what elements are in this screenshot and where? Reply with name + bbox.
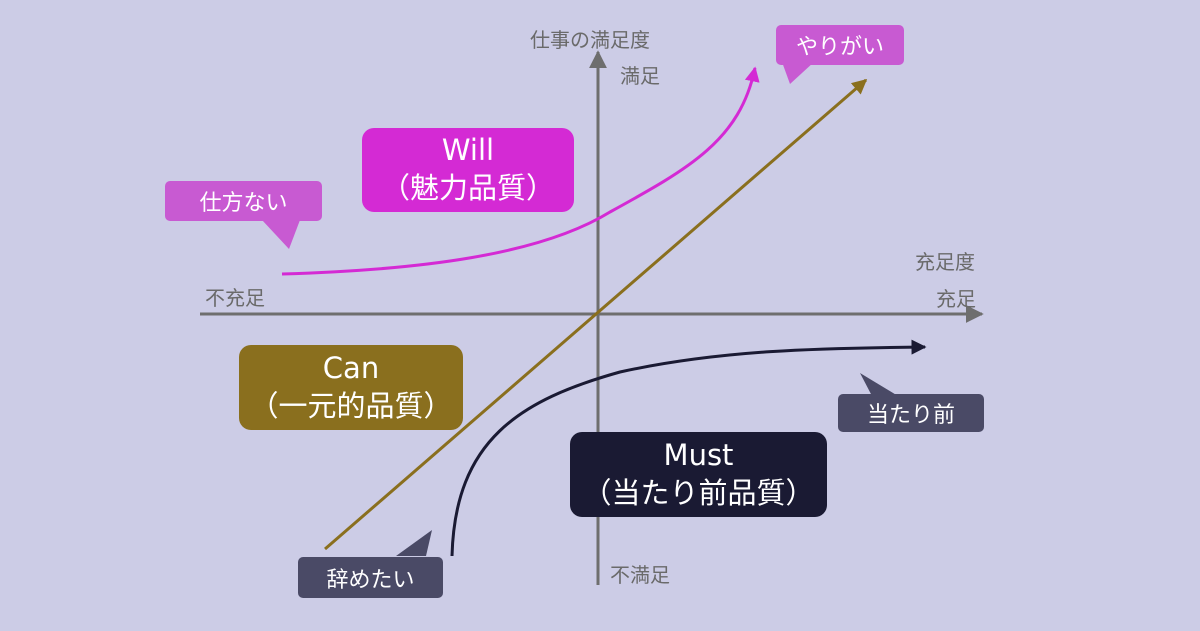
x-axis-title: 充足度 — [915, 250, 975, 274]
yarigai-callout-tail — [782, 62, 814, 84]
can-line — [324, 78, 868, 551]
yarigai-callout: やりがい — [776, 25, 904, 65]
must-box: Must （当たり前品質） — [570, 432, 827, 517]
atarimae-callout: 当たり前 — [838, 394, 984, 432]
shikatanai-callout: 仕方ない — [165, 181, 322, 221]
atarimae-callout-tail — [860, 373, 898, 396]
shikatanai-callout-tail — [262, 220, 300, 249]
will-subtitle: （魅力品質） — [380, 171, 555, 205]
must-subtitle: （当たり前品質） — [582, 475, 815, 510]
jisametai-callout: 辞めたい — [298, 557, 443, 598]
can-box: Can （一元的品質） — [239, 345, 463, 430]
must-title: Must — [663, 437, 734, 472]
y-axis-top-label: 満足 — [620, 64, 660, 88]
jisametai-callout-tail — [396, 530, 432, 556]
y-axis-title: 仕事の満足度 — [530, 28, 650, 52]
can-title: Can — [322, 350, 380, 385]
x-axis-left-label: 不充足 — [205, 286, 265, 310]
x-axis-right-label: 充足 — [936, 287, 976, 311]
will-curve — [281, 66, 760, 276]
y-axis-bottom-label: 不満足 — [610, 563, 670, 587]
will-box: Will （魅力品質） — [362, 128, 574, 212]
must-curve — [450, 339, 927, 557]
can-subtitle: （一元的品質） — [249, 388, 453, 423]
will-title: Will — [441, 133, 495, 168]
